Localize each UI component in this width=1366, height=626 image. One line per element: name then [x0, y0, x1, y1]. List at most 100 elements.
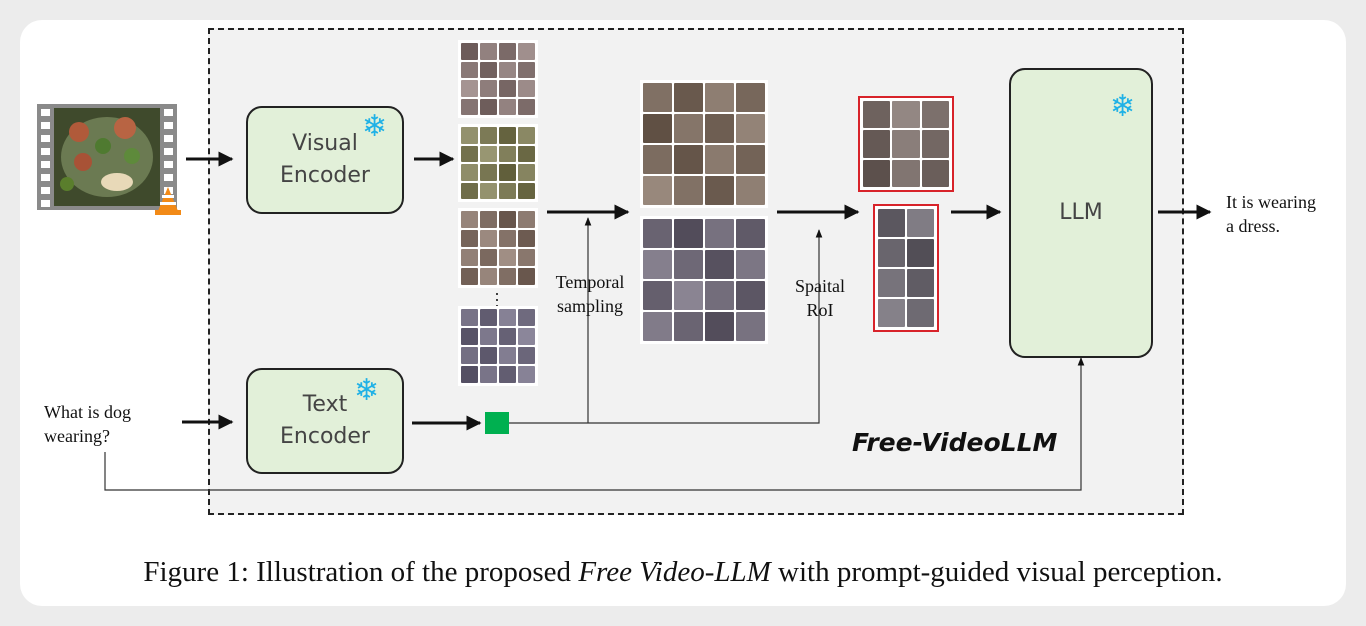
token-cell — [461, 309, 478, 326]
token-cell — [499, 127, 516, 144]
vlc-cone-icon — [155, 187, 181, 215]
token-cell — [499, 268, 516, 285]
text-encoder-box: Text Encoder — [246, 368, 404, 474]
llm-label: LLM — [1059, 200, 1103, 225]
token-cell — [736, 281, 765, 310]
token-cell — [480, 366, 497, 383]
sampled-frame-grid — [640, 216, 768, 344]
token-cell — [674, 83, 703, 112]
visual-encoder-label: Visual Encoder — [280, 131, 370, 188]
token-cell — [736, 114, 765, 143]
token-cell — [480, 230, 497, 247]
line-token-to-branches — [508, 229, 823, 424]
token-cell — [480, 268, 497, 285]
question-text: What is dog wearing? — [44, 402, 131, 446]
framework-name: Free-VideoLLM — [852, 428, 1058, 457]
token-cell — [907, 209, 934, 237]
token-cell — [480, 43, 497, 60]
token-cell — [705, 83, 734, 112]
prompt-token — [485, 412, 509, 434]
token-cell — [461, 211, 478, 228]
token-cell — [705, 312, 734, 341]
token-cell — [518, 98, 535, 115]
token-cell — [499, 366, 516, 383]
token-cell — [480, 145, 497, 162]
text-encoder-label: Text Encoder — [280, 392, 370, 449]
frame-grid — [458, 208, 538, 288]
roi-crop-grid — [858, 96, 954, 192]
token-cell — [643, 250, 672, 279]
token-cell — [705, 250, 734, 279]
sampled-frame-grid — [640, 80, 768, 208]
token-cell — [921, 101, 949, 129]
token-cell — [518, 127, 535, 144]
token-cell — [863, 101, 891, 129]
token-cell — [674, 114, 703, 143]
token-cell — [518, 249, 535, 266]
video-file-icon — [37, 104, 177, 210]
token-cell — [907, 269, 934, 297]
token-cell — [907, 299, 934, 327]
token-cell — [705, 176, 734, 205]
token-cell — [643, 312, 672, 341]
snowflake-icon: ❄ — [1110, 90, 1136, 123]
token-cell — [674, 176, 703, 205]
token-cell — [736, 145, 765, 174]
token-cell — [643, 83, 672, 112]
ellipsis-dots: ··· — [494, 283, 500, 315]
token-cell — [674, 219, 703, 248]
token-cell — [878, 239, 905, 267]
token-cell — [499, 309, 516, 326]
figure-caption: Figure 1: Illustration of the proposed F… — [0, 556, 1366, 589]
token-cell — [643, 176, 672, 205]
token-cell — [461, 249, 478, 266]
token-cell — [674, 145, 703, 174]
snowflake-icon: ❄ — [354, 374, 380, 407]
token-cell — [480, 61, 497, 78]
token-cell — [480, 164, 497, 181]
answer-text: It is wearing a dress. — [1226, 192, 1316, 236]
token-cell — [518, 182, 535, 199]
token-cell — [499, 61, 516, 78]
frame-grid — [458, 124, 538, 202]
caption-prefix: Figure 1: Illustration of the proposed — [143, 556, 579, 588]
token-cell — [705, 281, 734, 310]
token-cell — [921, 159, 949, 187]
token-cell — [736, 219, 765, 248]
caption-suffix: with prompt-guided visual perception. — [770, 556, 1223, 588]
token-cell — [499, 328, 516, 345]
token-cell — [518, 366, 535, 383]
token-cell — [461, 182, 478, 199]
token-cell — [461, 328, 478, 345]
token-cell — [480, 182, 497, 199]
token-cell — [518, 164, 535, 181]
token-cell — [643, 219, 672, 248]
token-cell — [518, 347, 535, 364]
token-cell — [518, 80, 535, 97]
token-cell — [480, 98, 497, 115]
token-cell — [499, 98, 516, 115]
token-cell — [518, 268, 535, 285]
token-cell — [705, 114, 734, 143]
token-cell — [499, 211, 516, 228]
token-cell — [892, 159, 920, 187]
visual-encoder-box: Visual Encoder — [246, 106, 404, 214]
token-cell — [480, 328, 497, 345]
token-cell — [878, 209, 905, 237]
token-cell — [643, 281, 672, 310]
token-cell — [518, 230, 535, 247]
token-cell — [643, 145, 672, 174]
caption-model-name: Free Video-LLM — [578, 556, 771, 588]
token-cell — [461, 61, 478, 78]
token-cell — [863, 159, 891, 187]
token-cell — [461, 230, 478, 247]
token-cell — [499, 182, 516, 199]
token-cell — [518, 309, 535, 326]
token-cell — [461, 268, 478, 285]
token-cell — [480, 249, 497, 266]
token-cell — [461, 366, 478, 383]
token-cell — [480, 309, 497, 326]
token-cell — [892, 101, 920, 129]
token-cell — [736, 250, 765, 279]
token-cell — [499, 164, 516, 181]
